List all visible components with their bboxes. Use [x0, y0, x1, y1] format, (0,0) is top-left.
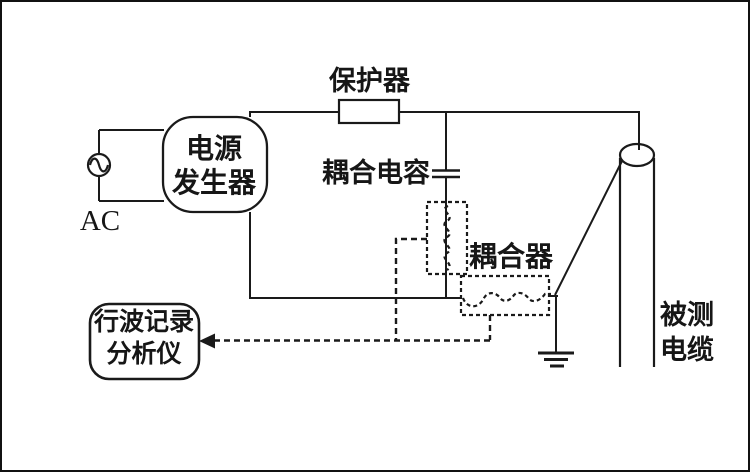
ac-source-leads: [98, 129, 164, 202]
power-generator-label: 电源 发生器: [169, 133, 259, 201]
ground-stem-wire: [549, 295, 558, 352]
power-generator-label-line1: 电源: [185, 134, 242, 165]
protector-box: [337, 98, 401, 125]
top-circuit-wire: [249, 111, 640, 150]
protector-label: 保护器: [329, 66, 410, 96]
analyzer-box: [88, 302, 201, 381]
arrowhead-icon: [199, 333, 215, 349]
coupler-label: 耦合器: [468, 242, 553, 273]
bottom-circuit-wire: [249, 212, 461, 299]
coupling-capacitor-symbol: [432, 112, 460, 298]
earth-ground-icon: [538, 351, 574, 368]
power-generator-box: [161, 115, 269, 214]
cable-label-line1: 被测: [660, 300, 714, 330]
cable-tap-wire: [554, 160, 623, 296]
dashed-signal-path: [212, 237, 492, 342]
analyzer-label: 行波记录 分析仪: [92, 307, 196, 371]
cable-label-line2: 电缆: [660, 335, 714, 365]
power-generator-label-line2: 发生器: [171, 168, 256, 199]
coupling-capacitor-label: 耦合电容: [322, 158, 430, 188]
analyzer-label-line1: 行波记录: [93, 309, 194, 336]
ac-source-label: AC: [79, 205, 121, 237]
analyzer-label-line2: 分析仪: [106, 341, 182, 368]
coupler-horizontal-inductor: [459, 274, 551, 317]
coupler-vertical-inductor: [425, 200, 469, 276]
cable-under-test-label: 被测 电缆: [657, 298, 717, 368]
ac-source-icon: [86, 152, 112, 178]
cable-cylinder: [618, 142, 656, 367]
